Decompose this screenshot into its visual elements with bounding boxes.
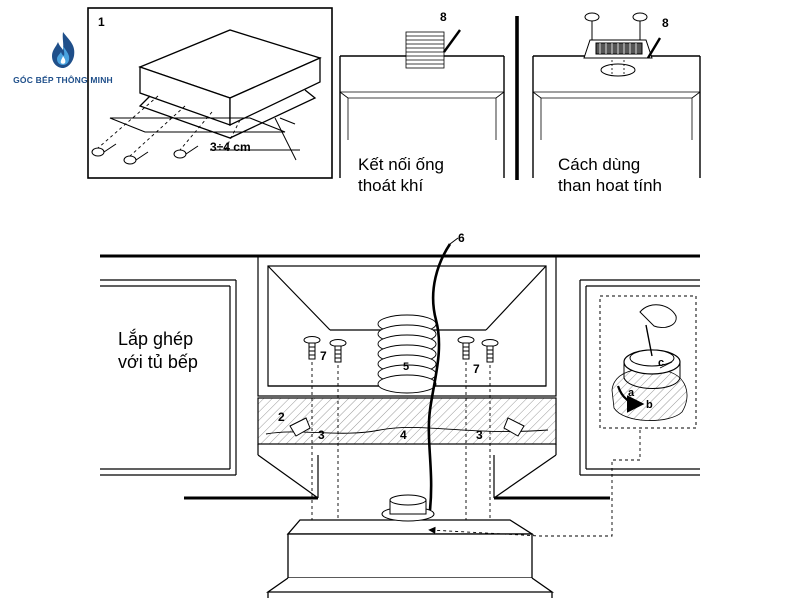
callout-hole-left: 3 — [318, 428, 325, 442]
power-cord — [427, 243, 452, 511]
hood-outlet — [381, 494, 435, 522]
flame-icon — [52, 32, 75, 68]
filter-label-b: b — [646, 399, 653, 411]
screw-icon — [303, 336, 499, 363]
callout-screw-right: 7 — [473, 362, 480, 376]
right-cabinet — [579, 279, 700, 476]
filter-label-a: a — [628, 387, 635, 399]
filter-label-c: c — [658, 357, 665, 369]
mounting-plate — [109, 117, 296, 133]
brand-logo: GÓC BẾP THÔNG MINH — [8, 30, 118, 85]
panel-charcoal — [515, 12, 701, 180]
callout-charcoal: 8 — [662, 16, 669, 30]
knob-icon — [584, 12, 648, 40]
brand-name: GÓC BẾP THÔNG MINH — [13, 75, 113, 85]
callout-duct-main: 5 — [403, 361, 410, 373]
callout-duct: 8 — [440, 10, 447, 24]
exhaust-duct — [405, 31, 445, 69]
measurement-label: 3÷4 cm — [210, 140, 251, 154]
charcoal-filter — [583, 39, 653, 59]
charcoal-caption-line2: than hoat tính — [558, 176, 662, 195]
main-assembly — [100, 237, 700, 598]
charcoal-caption-line1: Cách dùng — [558, 155, 641, 174]
callout-hole-right: 3 — [476, 428, 483, 442]
panel-duct — [339, 29, 505, 178]
callout-step1: 1 — [98, 15, 105, 29]
range-hood — [265, 519, 555, 598]
duct-caption-line2: thoát khí — [358, 176, 424, 195]
cabinet-caption-line2: với tủ bếp — [118, 352, 198, 372]
callout-bracket: 2 — [278, 410, 285, 424]
duct-caption-line1: Kết nối ống — [358, 155, 445, 174]
hood-box — [138, 29, 322, 139]
filter-detail-box — [599, 295, 697, 429]
panel-step1 — [87, 7, 333, 179]
callout-screw-left: 7 — [320, 349, 327, 363]
cabinet-caption-line1: Lắp ghép — [118, 329, 194, 349]
screw-icon — [91, 143, 199, 165]
callout-cord: 6 — [458, 231, 465, 245]
mounting-bracket — [289, 417, 525, 437]
left-cabinet — [100, 279, 237, 476]
callout-strip: 4 — [400, 428, 407, 442]
flexible-duct — [377, 314, 437, 394]
lower-walls — [257, 444, 557, 499]
